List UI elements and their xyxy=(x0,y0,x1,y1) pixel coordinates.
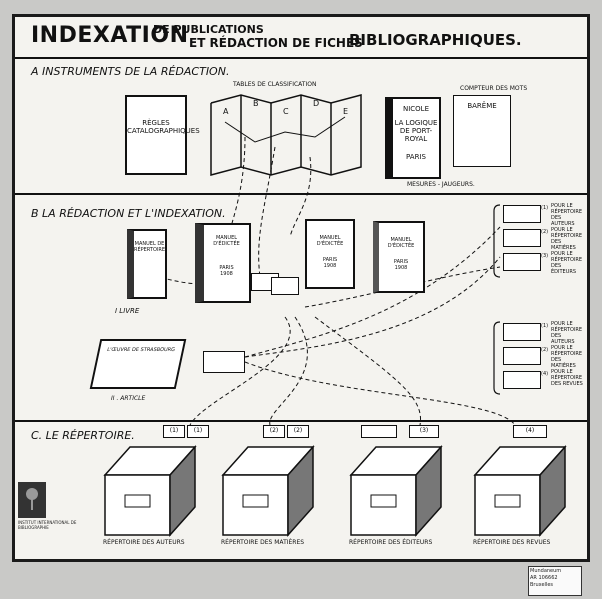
section-c-heading: C. LE RÉPERTOIRE. xyxy=(31,429,135,442)
manuel-edi-year-2: 1908 xyxy=(323,263,337,269)
num-top-3: (3) xyxy=(541,253,549,259)
logique-paris: PARIS xyxy=(406,153,426,161)
oeuvre-title: L'ŒUVRE DE STRASBOURG xyxy=(106,347,176,353)
regles-catalographiques-book: RÈGLES CATALOGRAPHIQUES xyxy=(125,95,200,175)
drawer-label-revues: RÉPERTOIRE DES REVUES xyxy=(473,539,551,546)
article-index-card xyxy=(203,351,245,373)
institute-name: INSTITUT INTERNATIONAL DE BIBLIOGRAPHIE xyxy=(18,520,77,530)
poster-title: INDEXATION DE PUBLICATIONS ET RÉDACTION … xyxy=(31,23,522,50)
connection-lines xyxy=(103,94,567,537)
manuel-edi-year-1: 1908 xyxy=(220,271,233,277)
regles-title: RÈGLES CATALOGRAPHIQUES xyxy=(127,119,200,135)
author-card-top xyxy=(503,205,541,223)
drawer-tab-3a xyxy=(361,425,397,438)
drawer-tab-1a: (1) xyxy=(163,425,185,438)
title-divider xyxy=(15,57,587,59)
drawer-label-matieres: RÉPERTOIRE DES MATIÈRES xyxy=(221,539,305,546)
poster: INDEXATION DE PUBLICATIONS ET RÉDACTION … xyxy=(12,14,590,562)
column-e: E xyxy=(343,107,349,116)
drawer-label-auteurs: RÉPERTOIRE DES AUTEURS xyxy=(103,539,185,546)
compteur-label: COMPTEUR DES MOTS xyxy=(460,85,528,92)
title-sub3: BIBLIOGRAPHIQUES. xyxy=(349,31,522,49)
drawer-tab-2b: (2) xyxy=(287,425,309,438)
manuel-edi-title-1: MANUEL D'ÉDICTÉE xyxy=(213,235,240,247)
title-sub2: ET RÉDACTION DE FICHES xyxy=(189,36,363,50)
review-card-bottom xyxy=(503,371,541,389)
manuel-edictee-page-1: MANUEL D'ÉDICTÉE PARIS 1908 xyxy=(305,219,355,289)
manuel-edictee-page-2: MANUEL D'ÉDICTÉE PARIS 1908 xyxy=(373,221,425,293)
stamp-line-3: Bruxelles xyxy=(530,582,553,588)
livre-label: I LIVRE xyxy=(115,307,140,315)
manuel-edi-title-2: MANUEL D'ÉDICTÉE xyxy=(316,235,344,247)
note-top-auteurs: POUR LE RÉPERTOIRE DES AUTEURS xyxy=(551,203,583,227)
drawer-tab-4: (4) xyxy=(513,425,547,438)
author-card-bottom xyxy=(503,323,541,341)
num-top-2: (2) xyxy=(541,229,549,235)
section-b-heading: B LA RÉDACTION ET L'INDEXATION. xyxy=(31,207,226,220)
article-label: II . ARTICLE xyxy=(111,395,146,402)
num-bottom-2: (2) xyxy=(541,347,549,353)
drawer-tab-3b: (3) xyxy=(409,425,439,438)
section-a-heading: A INSTRUMENTS DE LA RÉDACTION. xyxy=(31,65,230,78)
manuel-repertoire-book: MANUEL DE RÉPERTOIRE xyxy=(127,229,167,299)
manuel-rep-title: MANUEL DE RÉPERTOIRE xyxy=(134,241,166,253)
num-bottom-1: (1) xyxy=(541,323,549,329)
note-bottom-revues: POUR LE RÉPERTOIRE DES REVUES xyxy=(551,369,583,387)
title-main: INDEXATION xyxy=(31,23,189,48)
article-journal: L'ŒUVRE DE STRASBOURG xyxy=(89,339,187,389)
manuel-edictee-book-1: MANUEL D'ÉDICTÉE PARIS 1908 xyxy=(195,223,251,303)
section-b-divider xyxy=(15,420,587,422)
publisher-card-top xyxy=(503,253,541,271)
index-card-2 xyxy=(271,277,299,295)
tables-classification-label: TABLES DE CLASSIFICATION xyxy=(233,81,317,88)
drawer-tab-1b: (1) xyxy=(187,425,209,438)
drawer-label-editeurs: RÉPERTOIRE DES ÉDITEURS xyxy=(349,539,433,546)
subject-card-top xyxy=(503,229,541,247)
note-bottom-matieres: POUR LE RÉPERTOIRE DES MATIÈRES xyxy=(551,345,583,369)
manuel-edi-title-3: MANUEL D'ÉDICTÉE xyxy=(387,237,415,249)
stamp-line-2: AR 106662 xyxy=(530,575,558,581)
stamp-line-1: Mundaneum xyxy=(530,568,562,574)
num-bottom-3: (4) xyxy=(541,371,549,377)
manuel-edi-paris-3: PARIS xyxy=(393,259,409,265)
bareme-title: BARÊME xyxy=(467,102,497,110)
drawer-tab-2a: (2) xyxy=(263,425,285,438)
column-b: B xyxy=(253,99,259,108)
mesures-label: MESURES - JAUGEURS. xyxy=(407,181,475,188)
nicole-label: NICOLE xyxy=(402,105,430,113)
column-a: A xyxy=(223,107,229,116)
num-top-1: (1) xyxy=(541,205,549,211)
institute-logo xyxy=(18,482,46,518)
column-c: C xyxy=(283,107,289,116)
logique-port-royal-book: NICOLE LA LOGIQUE DE PORT-ROYAL PARIS xyxy=(385,97,441,179)
section-a-divider xyxy=(15,193,587,195)
note-bottom-auteurs: POUR LE RÉPERTOIRE DES AUTEURS xyxy=(551,321,583,345)
manuel-edi-year-3: 1908 xyxy=(394,265,408,271)
column-d: D xyxy=(313,99,320,108)
logique-title: LA LOGIQUE DE PORT-ROYAL xyxy=(394,119,438,143)
bareme-sheet: BARÊME xyxy=(453,95,511,167)
manuel-edi-paris-1: PARIS xyxy=(219,265,234,271)
note-top-editeurs: POUR LE RÉPERTOIRE DES ÉDITEURS xyxy=(551,251,583,275)
title-sub1: DE PUBLICATIONS xyxy=(153,23,264,36)
archive-stamp: Mundaneum AR 106662 Bruxelles xyxy=(528,566,582,596)
note-top-matieres: POUR LE RÉPERTOIRE DES MATIÈRES xyxy=(551,227,583,251)
manuel-edi-paris-2: PARIS xyxy=(322,257,338,263)
subject-card-bottom xyxy=(503,347,541,365)
